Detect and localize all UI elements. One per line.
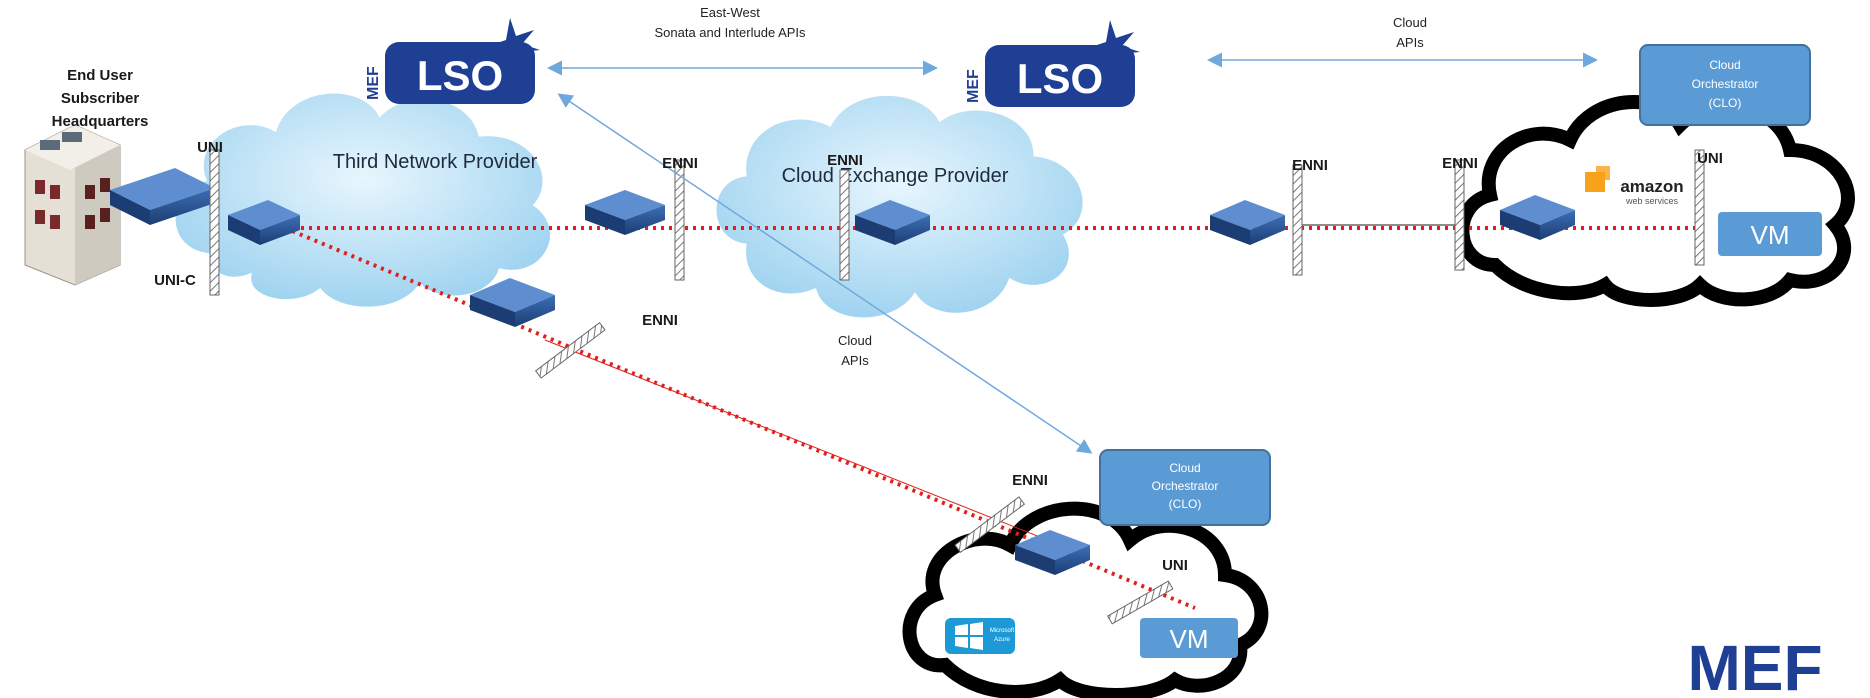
amazon-text: amazon [1620, 177, 1683, 196]
third-network-title: Third Network Provider [333, 151, 538, 173]
switch-azure[interactable] [1015, 530, 1090, 575]
azure-cloud [902, 501, 1269, 698]
cloud-apis-mid-1: Cloud [838, 333, 872, 348]
clo-aws[interactable]: Cloud Orchestrator (CLO) [1639, 44, 1811, 126]
mef-logo: MEF [1687, 632, 1822, 698]
switch-uni-c[interactable] [110, 168, 215, 225]
uni-label: UNI [197, 139, 223, 156]
uni-bar-azure [1107, 580, 1174, 625]
east-west-label-1: East-West [700, 5, 760, 20]
end-user-label-1: End User [67, 67, 133, 84]
clo-aws-line1: Cloud [1709, 58, 1740, 72]
enni-azure-label: ENNI [1012, 472, 1048, 489]
cloud-apis-top-2: APIs [1396, 35, 1424, 50]
api-arrows [547, 52, 1598, 454]
third-network-cloud [172, 90, 553, 310]
amazon-logo: amazon web services [1585, 166, 1684, 206]
enni-third-label: ENNI [662, 155, 698, 172]
enni-aws-label: ENNI [1442, 155, 1478, 172]
uni-bar [209, 149, 220, 296]
vm-aws[interactable]: VM [1718, 212, 1822, 256]
clo-azure-line3: (CLO) [1169, 497, 1202, 511]
enni-exchange-right-label: ENNI [1292, 157, 1328, 174]
lso-logo-exchange: LSO MEF [965, 20, 1140, 107]
lso-logo-exchange-text: LSO [1017, 55, 1103, 102]
uni-aws-label: UNI [1697, 150, 1723, 167]
switch-exchange-right[interactable] [1210, 200, 1285, 245]
uni-bar-aws [1694, 149, 1705, 266]
enni-bar-aws [1454, 159, 1465, 271]
switch-third-lower[interactable] [470, 278, 555, 327]
enni-lower-label: ENNI [642, 312, 678, 329]
end-user-label-2: Subscriber [61, 90, 140, 107]
enni-bar-exchange-left [839, 169, 850, 281]
cloud-api-arrow-diagonal [557, 93, 1093, 454]
lso-logo-third-text: LSO [417, 52, 503, 99]
vm-aws-label: VM [1751, 220, 1790, 250]
lso-logo-third: LSO MEF [365, 18, 540, 104]
uni-c-label: UNI-C [154, 272, 196, 289]
uni-azure-label: UNI [1162, 557, 1188, 574]
vm-azure-label: VM [1170, 624, 1209, 654]
enni-bar-lower [534, 322, 606, 379]
lso-logo-third-side: MEF [365, 66, 382, 100]
enni-bar-exchange-right [1292, 164, 1303, 276]
cloud-exchange-title: Cloud Exchange Provider [782, 165, 1009, 187]
lso-logo-exchange-side: MEF [965, 69, 982, 103]
end-user-label-3: Headquarters [52, 113, 149, 130]
cloud-apis-top-1: Cloud [1393, 15, 1427, 30]
east-west-label-2: Sonata and Interlude APIs [654, 25, 806, 40]
clo-azure-line1: Cloud [1169, 461, 1200, 475]
switch-third-uni[interactable] [228, 200, 300, 245]
clo-aws-line2: Orchestrator [1692, 77, 1759, 91]
azure-text-1: Microsoft [990, 628, 1015, 634]
vm-azure[interactable]: VM [1140, 618, 1238, 658]
switch-aws[interactable] [1500, 195, 1575, 240]
azure-logo: Microsoft Azure [945, 618, 1015, 654]
clo-azure-line2: Orchestrator [1152, 479, 1219, 493]
enni-bar-azure [954, 496, 1026, 553]
azure-text-2: Azure [994, 637, 1010, 643]
amazon-sub-text: web services [1625, 196, 1679, 206]
clo-azure[interactable]: Cloud Orchestrator (CLO) [1099, 449, 1271, 526]
headquarters-building [24, 124, 121, 286]
cloud-apis-mid-2: APIs [841, 353, 869, 368]
clo-aws-line3: (CLO) [1709, 96, 1742, 110]
enni-exchange-left-label: ENNI [827, 152, 863, 169]
